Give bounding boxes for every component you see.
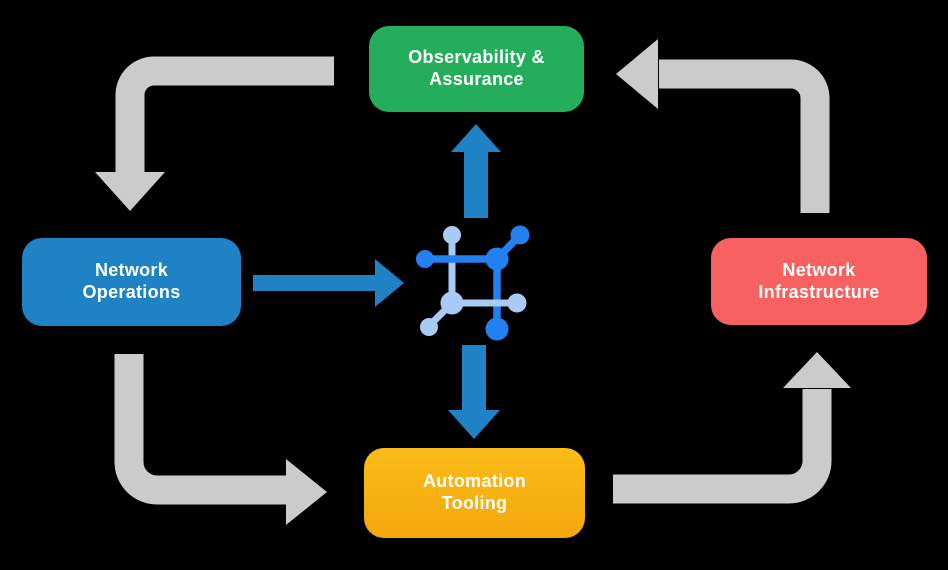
arrow-infrastructure-to-observability bbox=[616, 39, 830, 213]
node-automation-tooling: Automation Tooling bbox=[364, 448, 585, 538]
arrow-center-to-automation bbox=[448, 345, 500, 439]
arrow-observability-to-operations bbox=[95, 56, 334, 211]
node-network-operations: Network Operations bbox=[22, 238, 241, 326]
node-operations-label: Network Operations bbox=[82, 260, 181, 302]
network-mesh-icon bbox=[416, 225, 530, 341]
node-automation-label: Automation Tooling bbox=[423, 471, 526, 513]
arrow-operations-to-automation bbox=[114, 354, 327, 525]
node-observability-label: Observability & Assurance bbox=[408, 47, 545, 89]
arrow-automation-to-infrastructure bbox=[613, 352, 851, 504]
node-network-infrastructure: Network Infrastructure bbox=[711, 238, 927, 325]
arrow-center-to-observability bbox=[451, 124, 501, 218]
node-infrastructure-label: Network Infrastructure bbox=[758, 259, 880, 302]
arrow-operations-to-center bbox=[253, 259, 404, 307]
node-observability-assurance: Observability & Assurance bbox=[369, 26, 584, 112]
